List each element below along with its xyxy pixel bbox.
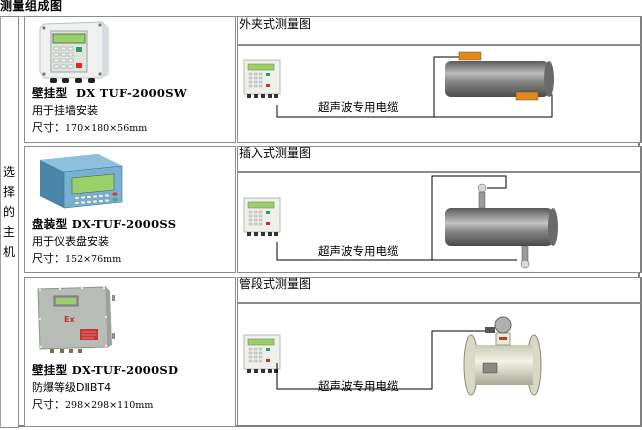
size-label: 尺寸： xyxy=(32,252,65,265)
lcd-display xyxy=(52,33,86,44)
panel-mount-flowmeter-image xyxy=(40,154,123,209)
side-char: 主 xyxy=(2,225,15,239)
screw-icon xyxy=(42,72,46,76)
screw-icon xyxy=(42,26,46,30)
side-label: 选 择 的 主 机 xyxy=(1,162,17,262)
side-column xyxy=(0,16,19,428)
side-char: 机 xyxy=(2,245,15,259)
diagram-cell-2 xyxy=(237,172,642,273)
wall-mount-flowmeter-image xyxy=(39,21,109,83)
bolt-icon xyxy=(38,286,108,349)
size-label: 尺寸： xyxy=(32,398,65,411)
diagram-cell-1 xyxy=(237,45,642,143)
side-char: 选 xyxy=(2,165,15,179)
host-unit-icon xyxy=(243,197,281,236)
side-char: 择 xyxy=(2,185,15,199)
size-value: 170×180×56mm xyxy=(65,123,148,134)
screw-icon xyxy=(98,72,102,76)
diagram-title-spool-piece: 管段式测量图 xyxy=(239,277,312,291)
size-value: 152×76mm xyxy=(65,254,122,265)
keypad-icon xyxy=(53,46,74,69)
diagram-header-cell-2 xyxy=(237,146,642,172)
lcd-display xyxy=(71,173,115,195)
cable-label-2: 超声波专用电缆 xyxy=(318,244,399,258)
device-info-3: 壁挂型 DX-TUF-2000SD 防爆等级DⅡBT4 尺寸：298×298×1… xyxy=(32,362,178,414)
cable-label-1: 超声波专用电缆 xyxy=(318,100,399,114)
device-size: 尺寸：170×180×56mm xyxy=(32,119,187,137)
insertion-diagram xyxy=(276,175,558,269)
diagram-title-insertion: 插入式测量图 xyxy=(239,146,312,160)
device-info-2: 盘装型 DX-TUF-2000SS 用于仪表盘安装 尺寸：152×76mm xyxy=(32,216,176,268)
diagram-cell-3 xyxy=(237,303,642,427)
page-title: 测量组成图 xyxy=(0,0,63,13)
transducer-icon xyxy=(458,51,539,101)
device-name: 盘装型 DX-TUF-2000SS xyxy=(32,217,177,231)
device-name: 壁挂型 DX TUF-2000SW xyxy=(32,86,188,100)
device-usage: 用于仪表盘安装 xyxy=(32,235,109,248)
device-usage: 防爆等级DⅡBT4 xyxy=(32,381,112,394)
size-value: 298×298×110mm xyxy=(65,400,154,411)
size-label: 尺寸： xyxy=(32,121,65,134)
host-unit-icon xyxy=(243,334,281,373)
device-info-1: 壁挂型 DX TUF-2000SW 用于挂墙安装 尺寸：170×180×56mm xyxy=(32,85,187,137)
clamp-on-diagram xyxy=(276,51,554,118)
diagram-title-clamp-on: 外夹式测量图 xyxy=(239,17,312,31)
side-char: 的 xyxy=(2,205,15,219)
insertion-transducer-icon xyxy=(477,183,530,269)
device-usage: 用于挂墙安装 xyxy=(32,104,98,117)
keypad-icon xyxy=(74,193,110,205)
ex-mark: Ex xyxy=(64,315,75,324)
pipe-icon xyxy=(445,208,558,246)
device-name: 壁挂型 DX-TUF-2000SD xyxy=(32,363,179,377)
diagram-header-cell-1 xyxy=(237,16,642,45)
screw-icon xyxy=(98,23,102,27)
nameplate xyxy=(80,329,98,340)
cable-label-3: 超声波专用电缆 xyxy=(318,379,399,393)
explosion-proof-flowmeter-image: Ex xyxy=(37,286,115,353)
diagram-header-cell-3 xyxy=(237,277,642,303)
device-size: 尺寸：298×298×110mm xyxy=(32,396,178,414)
device-size: 尺寸：152×76mm xyxy=(32,250,176,268)
pipe-icon xyxy=(445,61,554,97)
host-unit-icon xyxy=(243,59,281,98)
spool-piece-diagram xyxy=(276,316,542,396)
spool-flowmeter-icon xyxy=(463,316,542,396)
lcd-display xyxy=(56,298,76,304)
